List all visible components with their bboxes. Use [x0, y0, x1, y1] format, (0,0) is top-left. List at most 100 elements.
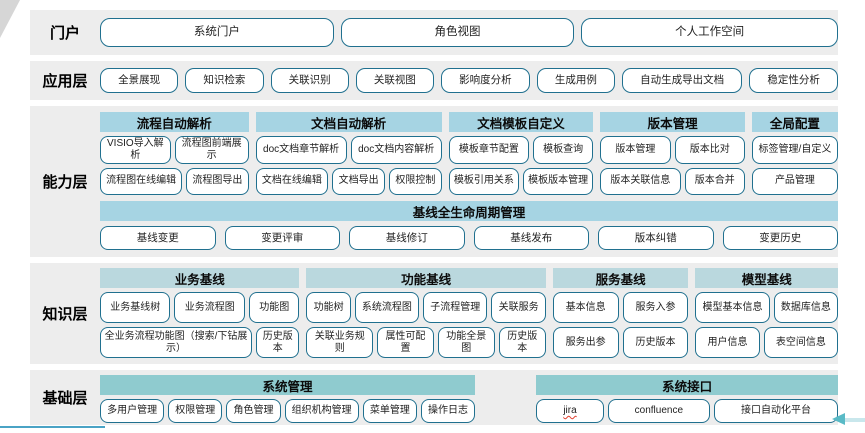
group-button-row: 流程图在线编辑流程图导出	[100, 167, 249, 195]
baseline-lifecycle-title: 基线全生命周期管理	[100, 201, 838, 221]
group-title: 文档自动解析	[255, 112, 442, 132]
module-button[interactable]: 全业务流程功能图（搜索/下钻展示）	[100, 327, 253, 358]
module-button[interactable]: 流程图在线编辑	[100, 167, 183, 195]
group-button-row: 全业务流程功能图（搜索/下钻展示）历史版本	[100, 327, 300, 358]
module-button[interactable]: 业务流程图	[174, 292, 245, 323]
module-button[interactable]: 基线发布	[473, 226, 589, 250]
module-button[interactable]: 模板版本管理	[523, 167, 594, 195]
module-button[interactable]: 历史版本	[622, 327, 689, 358]
module-button[interactable]: 关联服务	[491, 292, 546, 323]
module-button[interactable]: 个人工作空间	[581, 18, 839, 47]
module-group: 文档模板自定义模板章节配置模板查询模板引用关系模板版本管理	[448, 112, 594, 195]
module-button[interactable]: 变更评审	[224, 226, 340, 250]
module-button[interactable]: 版本比对	[674, 136, 745, 164]
module-button[interactable]: 全景展现	[100, 68, 179, 93]
group-spacer	[482, 375, 529, 419]
module-button[interactable]: 关联视图	[355, 68, 434, 93]
corner-fold-decoration	[0, 0, 20, 38]
module-button[interactable]: 流程图导出	[186, 167, 249, 195]
module-button[interactable]: 属性可配置	[377, 327, 434, 358]
module-button[interactable]: 文档在线编辑	[255, 167, 329, 195]
module-button[interactable]: 版本合并	[684, 167, 745, 195]
module-group: 业务基线业务基线树业务流程图功能图全业务流程功能图（搜索/下钻展示）历史版本	[100, 268, 300, 358]
module-button[interactable]: 自动生成导出文档	[622, 68, 743, 93]
left-arrow-decoration	[832, 413, 865, 426]
module-button[interactable]: 生成用例	[536, 68, 615, 93]
module-button[interactable]: 产品管理	[751, 167, 839, 195]
module-button[interactable]: 组织机构管理	[284, 399, 359, 423]
module-button[interactable]: 历史版本	[498, 327, 546, 358]
module-button[interactable]: 模板章节配置	[448, 136, 529, 164]
module-button[interactable]: 服务入参	[622, 292, 689, 323]
group-button-row: VISIO导入解析流程图前端展示	[100, 136, 249, 164]
module-button[interactable]: 表空间信息	[763, 327, 839, 358]
module-button[interactable]: 基线修订	[349, 226, 465, 250]
module-button[interactable]: 权限管理	[168, 399, 223, 423]
group-button-row: 业务基线树业务流程图功能图	[100, 292, 300, 323]
module-button[interactable]: confluence	[607, 399, 711, 423]
group-button-row: 模板章节配置模板查询	[448, 136, 594, 164]
group-button-row: 基本信息服务入参	[552, 292, 689, 323]
module-button[interactable]: 系统门户	[100, 18, 334, 47]
module-button[interactable]: 功能全景图	[437, 327, 495, 358]
module-button[interactable]: 业务基线树	[100, 292, 171, 323]
module-button[interactable]: 关联业务规则	[306, 327, 374, 358]
module-button[interactable]: 变更历史	[722, 226, 838, 250]
group-button-row: 用户信息表空间信息	[695, 327, 839, 358]
module-button[interactable]: doc文档章节解析	[255, 136, 347, 164]
module-group: 服务基线基本信息服务入参服务出参历史版本	[552, 268, 689, 358]
group-button-row: 模型基本信息数据库信息	[695, 292, 839, 323]
module-button[interactable]: 关联识别	[270, 68, 349, 93]
portal-buttons-row: 系统门户角色视图个人工作空间	[100, 10, 839, 55]
module-button[interactable]: 基线变更	[100, 226, 216, 250]
module-button[interactable]: 系统流程图	[354, 292, 420, 323]
group-button-row: 标签管理/自定义	[751, 136, 839, 164]
group-title: 业务基线	[100, 268, 300, 288]
module-button[interactable]: 历史版本	[256, 327, 300, 358]
module-button[interactable]: 权限控制	[388, 167, 442, 195]
group-title: 版本管理	[600, 112, 745, 132]
module-button[interactable]: 标签管理/自定义	[751, 136, 839, 164]
module-button[interactable]: 角色管理	[226, 399, 281, 423]
module-button[interactable]: VISIO导入解析	[100, 136, 171, 164]
module-button[interactable]: 模型基本信息	[695, 292, 770, 323]
layer-label-capability: 能力层	[42, 174, 88, 191]
module-button[interactable]: 模板查询	[533, 136, 594, 164]
layer-label-application: 应用层	[42, 73, 88, 90]
group-button-row: 多用户管理权限管理角色管理组织机构管理菜单管理操作日志	[100, 399, 476, 423]
layer-knowledge: 知识层 业务基线业务基线树业务流程图功能图全业务流程功能图（搜索/下钻展示）历史…	[30, 263, 839, 364]
module-button[interactable]: 功能树	[306, 292, 351, 323]
module-button[interactable]: 知识检索	[185, 68, 264, 93]
layer-label-foundation: 基础层	[42, 390, 88, 407]
module-button[interactable]: 功能图	[248, 292, 300, 323]
module-button[interactable]: 子流程管理	[423, 292, 488, 323]
module-button[interactable]: 版本关联信息	[600, 167, 681, 195]
module-button[interactable]: 影响度分析	[441, 68, 530, 93]
module-button[interactable]: 基本信息	[552, 292, 619, 323]
group-button-row: 版本关联信息版本合并	[600, 167, 745, 195]
module-button[interactable]: 服务出参	[552, 327, 619, 358]
module-button[interactable]: 数据库信息	[773, 292, 839, 323]
module-button[interactable]: 用户信息	[695, 327, 760, 358]
module-button[interactable]: 多用户管理	[100, 399, 165, 423]
module-button[interactable]: 版本纠错	[598, 226, 714, 250]
module-button[interactable]: 接口自动化平台	[714, 399, 839, 423]
module-group: 功能基线功能树系统流程图子流程管理关联服务关联业务规则属性可配置功能全景图历史版…	[306, 268, 546, 358]
module-button[interactable]: jira	[536, 399, 604, 423]
module-button[interactable]: 角色视图	[340, 18, 575, 47]
module-button[interactable]: 操作日志	[420, 399, 476, 423]
module-button[interactable]: doc文档内容解析	[350, 136, 442, 164]
group-title: 全局配置	[751, 112, 839, 132]
application-buttons-row: 全景展现知识检索关联识别关联视图影响度分析生成用例自动生成导出文档稳定性分析	[100, 61, 838, 100]
module-group: 版本管理版本管理版本比对版本关联信息版本合并	[600, 112, 745, 195]
module-button[interactable]: 流程图前端展示	[174, 136, 249, 164]
group-button-row: 服务出参历史版本	[552, 327, 689, 358]
module-button[interactable]: 文档导出	[332, 167, 385, 195]
module-button[interactable]: 稳定性分析	[749, 68, 838, 93]
group-title: 流程自动解析	[100, 112, 249, 132]
module-button[interactable]: 版本管理	[600, 136, 671, 164]
module-button[interactable]: 模板引用关系	[448, 167, 519, 195]
module-button[interactable]: 菜单管理	[362, 399, 417, 423]
